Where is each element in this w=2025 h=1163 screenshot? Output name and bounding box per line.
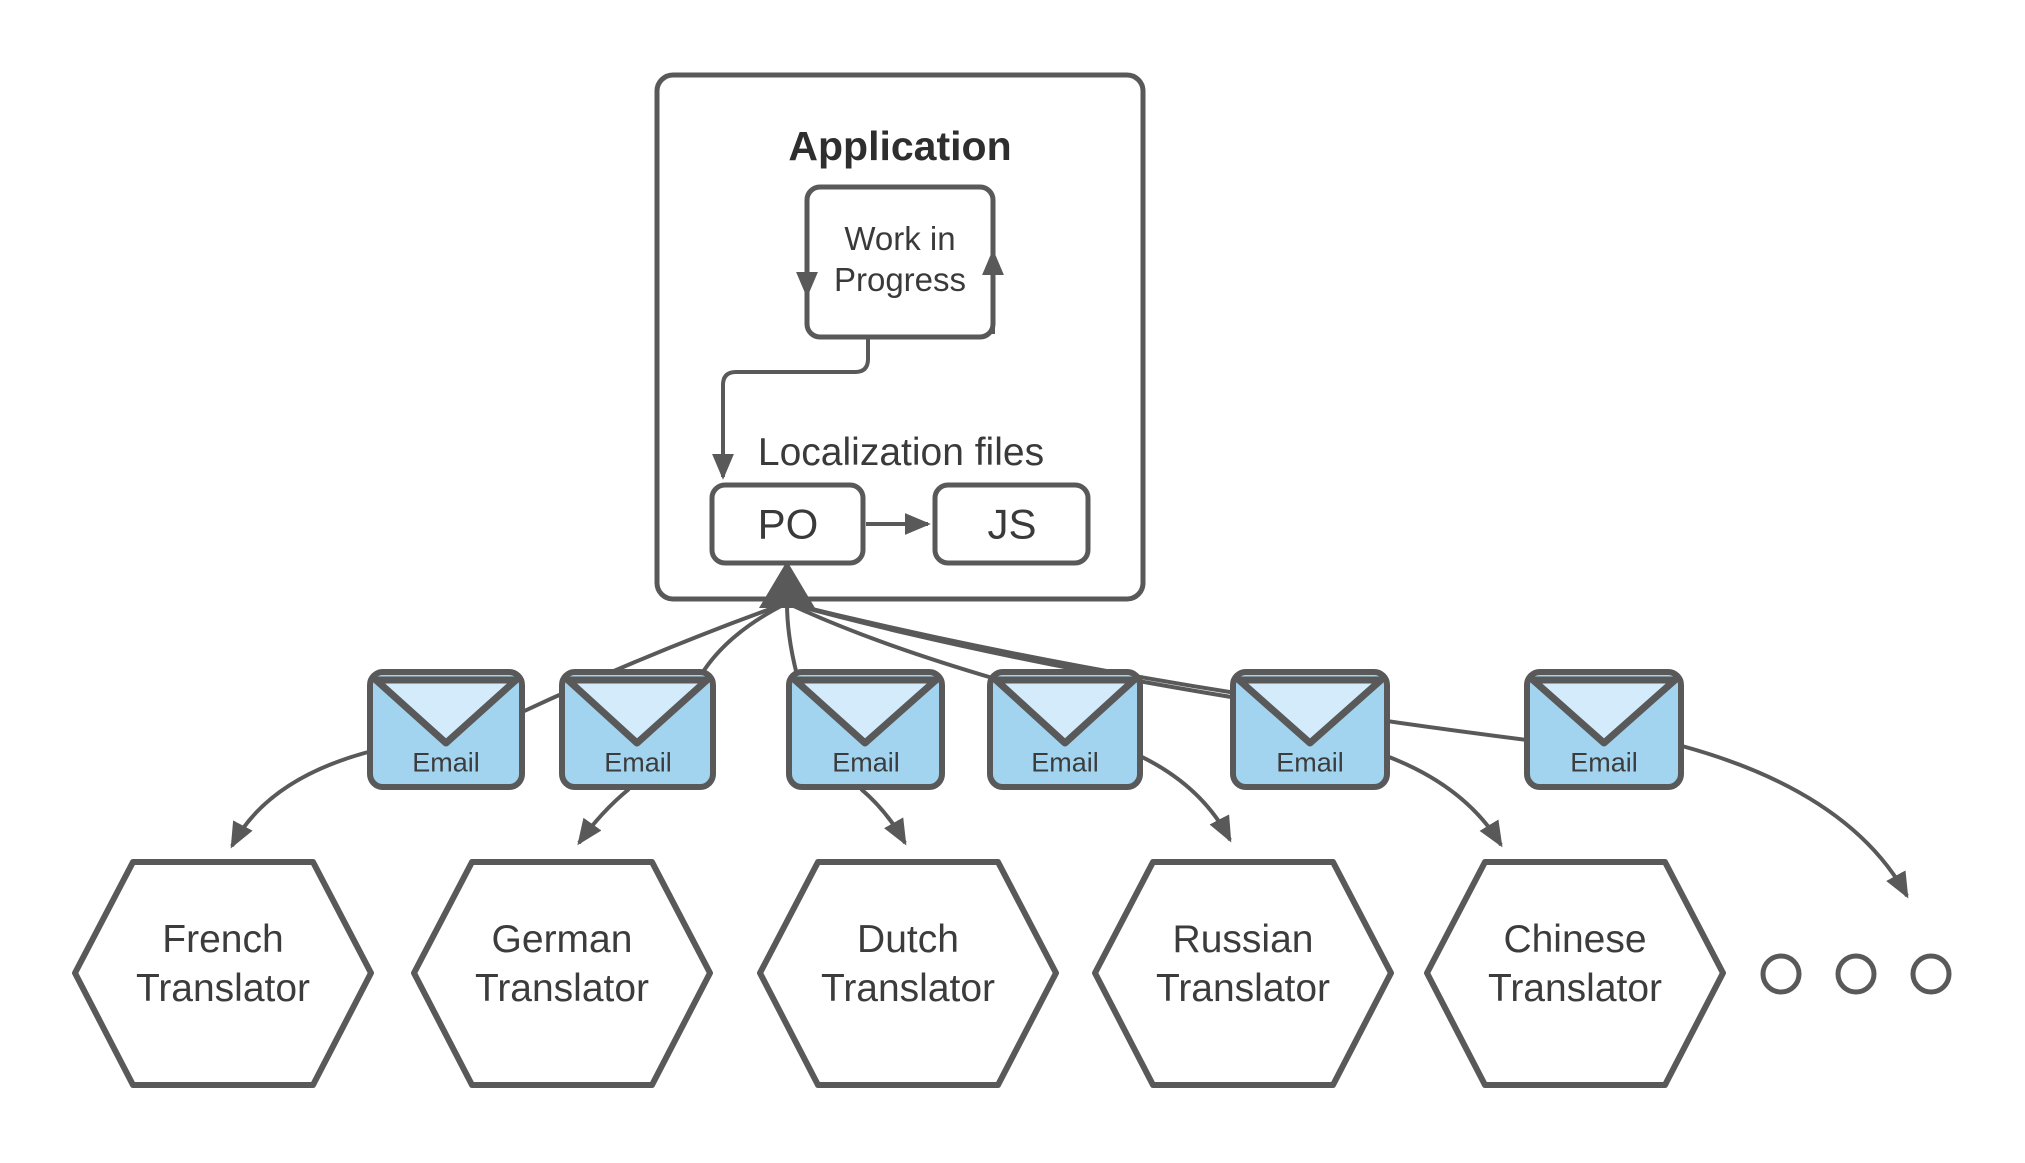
work-in-progress-label: Work in Progress bbox=[833, 219, 967, 298]
js-box bbox=[932, 482, 1091, 566]
js-label: JS bbox=[987, 500, 1037, 548]
email-envelope-icon bbox=[786, 669, 945, 790]
translator-hexagon-russian bbox=[1092, 859, 1394, 1088]
email-envelope-icon bbox=[1230, 669, 1390, 790]
translator-label-chinese: Chinese Translator bbox=[1487, 917, 1663, 1010]
translator-hexagon-chinese bbox=[1424, 859, 1726, 1088]
email-envelope-icon bbox=[987, 669, 1143, 790]
email-label: Email bbox=[1031, 747, 1099, 778]
application-box bbox=[654, 72, 1146, 602]
arrow-email3-to-dutch bbox=[859, 787, 907, 846]
arrow-email2-to-german bbox=[577, 787, 631, 846]
arrow-email4-to-russian bbox=[1139, 754, 1232, 843]
email-envelope-icon bbox=[559, 669, 716, 790]
arrow-email1-to-french bbox=[230, 749, 373, 849]
translator-hexagon-dutch bbox=[757, 859, 1059, 1088]
translator-hexagon-german bbox=[411, 859, 713, 1088]
email-envelope-icon bbox=[1524, 669, 1684, 790]
curve-email4-to-po bbox=[786, 601, 997, 681]
translator-hexagon-french bbox=[72, 859, 374, 1088]
arrow-email5-to-chinese bbox=[1388, 755, 1503, 848]
curve-email1-to-po bbox=[519, 601, 788, 715]
email-label: Email bbox=[604, 747, 672, 778]
ellipsis-dot-icon bbox=[1835, 953, 1877, 995]
po-label: PO bbox=[757, 500, 819, 548]
arrow-email6-to-others bbox=[1681, 744, 1909, 899]
translator-label-french: French Translator bbox=[135, 917, 311, 1010]
email-envelope-icon bbox=[367, 669, 525, 790]
translator-label-russian: Russian Translator bbox=[1155, 917, 1331, 1010]
translator-label-dutch: Dutch Translator bbox=[820, 917, 996, 1010]
translator-label-german: German Translator bbox=[474, 917, 650, 1010]
arrow-wip-to-localization bbox=[712, 339, 870, 480]
ellipsis-dot-icon bbox=[1760, 953, 1802, 995]
email-label: Email bbox=[832, 747, 900, 778]
email-label: Email bbox=[1276, 747, 1344, 778]
localization-files-label: Localization files bbox=[757, 431, 1045, 475]
convergence-arrowhead-icon bbox=[759, 561, 815, 608]
curve-email3-to-po bbox=[785, 602, 799, 676]
email-label: Email bbox=[1570, 747, 1638, 778]
email-label: Email bbox=[412, 747, 480, 778]
application-title: Application bbox=[788, 122, 1012, 169]
ellipsis-dot-icon bbox=[1910, 953, 1952, 995]
curve-email2-to-po bbox=[699, 601, 788, 677]
